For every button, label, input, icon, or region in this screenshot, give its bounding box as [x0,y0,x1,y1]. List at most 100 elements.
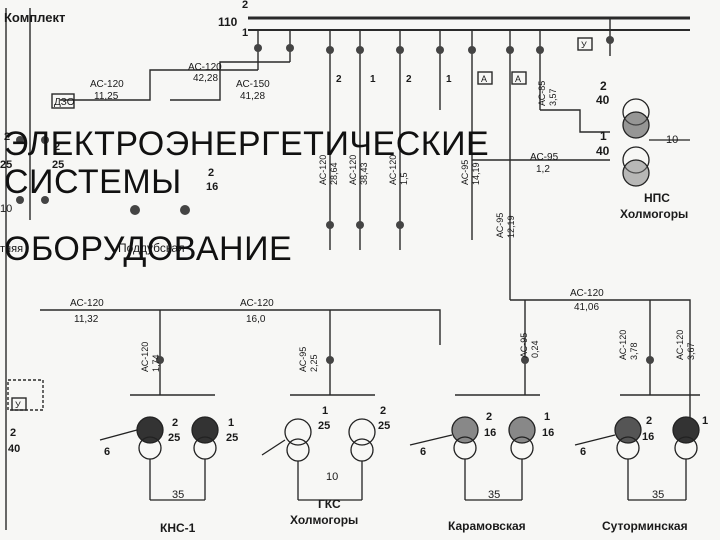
komplekt-label: Комплект [4,10,65,25]
slide-title-line-3: ОБОРУДОВАНИЕ [4,230,293,268]
dzo-box [51,93,75,109]
line-value: 41,06 [574,302,599,313]
feeder-number: 2 [336,74,342,85]
line-value: 41,28 [240,91,265,102]
karam-t2: 1 [544,411,550,423]
nps-place: Холмогоры [620,207,688,221]
feeder-number: 1 [446,74,452,85]
left-fraction-number: 2 [54,141,60,153]
kns-t2: 1 [228,417,234,429]
slide-title-line-2: СИСТЕМЫ [4,163,182,201]
line-mark-vertical: АС-95 [298,347,308,372]
line-mark-vertical: АС-120 [388,155,398,185]
nps-aux: 10 [666,134,678,146]
line-value-vertical: 1,74 [151,354,161,372]
line-value-vertical: 3,67 [686,342,696,360]
sutor-side: 6 [580,446,586,458]
feeder-number: 1 [370,74,376,85]
line-mark-vertical: АС-120 [348,155,358,185]
line-mark: АС-120 [240,298,274,309]
karam-side: 6 [420,446,426,458]
nps-t2-value: 40 [596,144,610,158]
sutor-t2: 1 [702,415,708,427]
gks-t1: 1 [322,405,328,417]
line-mark: АС-120 [188,62,222,73]
nps-t1-value: 40 [596,93,610,107]
y-box-top [577,37,593,51]
line-value: 11,25 [94,91,119,102]
left-aux-number: 10 [0,203,12,215]
line-mark-vertical: АС-120 [318,155,328,185]
line-mark-vertical: АС-95 [460,160,470,185]
line-value-vertical: 1,5 [399,172,409,185]
karam-t1: 2 [486,411,492,423]
gks-place: Холмогоры [290,513,358,527]
nps-t1-number: 2 [600,79,607,93]
karam-low: 35 [488,489,500,501]
line-mark-vertical: АС-95 [519,333,529,358]
karam-t2v: 16 [542,427,554,439]
left-bottom-number: 2 [10,427,16,439]
kns-t2v: 25 [226,432,238,444]
line-mark-vertical: АС-95 [495,213,505,238]
kns-low: 35 [172,489,184,501]
line-value-vertical: 0,24 [530,340,540,358]
line-value-vertical: 28,64 [329,162,339,185]
y-box-left [11,397,27,411]
a-box-2 [511,71,527,85]
bus-number-bottom: 1 [242,27,248,39]
kns-name: КНС-1 [160,521,196,535]
line-value: 42,28 [193,73,218,84]
left-fraction-value: 16 [206,181,218,193]
bus-voltage-label: 110 [218,15,238,29]
line-mark: АС-120 [570,288,604,299]
line-right [510,299,691,440]
sutor-name: Суторминская [602,519,688,533]
bus-breakers [16,36,654,364]
gks-t2: 2 [380,405,386,417]
sutor-t1v: 16 [642,431,654,443]
gks-name: ГКС [318,497,341,511]
line-mark-vertical: АС-120 [675,330,685,360]
nps-transformers [622,98,690,187]
left-fraction-value: 25 [0,159,12,171]
line-middle [40,309,441,345]
line-value: 16,0 [246,314,266,325]
sutor-low: 35 [652,489,664,501]
line-mark: АС-95 [530,152,559,163]
line-value-vertical: 12,19 [506,215,516,238]
kns-t1: 2 [172,417,178,429]
bus-number-top: 2 [242,0,248,11]
left-fraction-value: 25 [52,159,64,171]
line-value: 11,32 [74,314,99,325]
slide-title-line-1: ЭЛЕКТРОЭНЕРГЕТИЧЕСКИЕ [4,125,490,163]
left-bottom-value: 40 [8,443,20,455]
karam-name: Карамовская [448,519,526,533]
feeder-number: 2 [406,74,412,85]
karam-t1v: 16 [484,427,496,439]
a-label-1: А [481,74,487,84]
line-mark-vertical: АС-120 [140,342,150,372]
line-mark: АС-120 [90,79,124,90]
line-mark-vertical: АС-120 [618,330,628,360]
y-label-top: У [581,40,587,50]
substation-transformers [99,416,700,501]
left-fraction-number: 2 [208,167,214,179]
line-value-vertical: 2,25 [309,354,319,372]
line-to-nps-1 [540,109,610,133]
kns-t1v: 25 [168,432,180,444]
left-edge-label: тняя [0,243,23,255]
gks-t2v: 25 [378,420,390,432]
kns-side: 6 [104,446,110,458]
nps-t2-number: 1 [600,129,607,143]
gks-t1v: 25 [318,420,330,432]
gks-side: 10 [326,471,338,483]
line-value-vertical: 14,19 [471,162,481,185]
poddubskaya-label: Поддубская [118,241,185,255]
nps-name: НПС [644,191,670,205]
line-mark-vertical: АС-85 [537,81,547,106]
left-fraction-number: 2 [4,131,10,143]
line-value-vertical: 38,43 [359,162,369,185]
